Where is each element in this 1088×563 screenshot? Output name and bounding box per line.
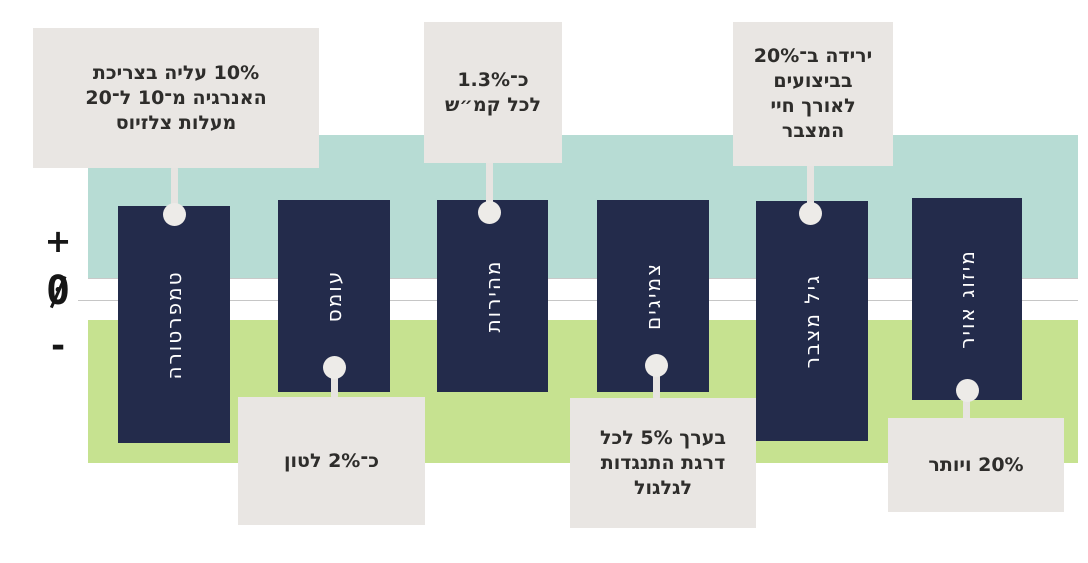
connector-dot: [645, 354, 668, 377]
connector-dot: [163, 203, 186, 226]
connector-dot: [323, 356, 346, 379]
bar-label: מיזוג אויר: [955, 249, 979, 349]
callout-text-line: בביצועים: [773, 70, 853, 92]
bar-label: מהירות: [480, 259, 505, 333]
callout-text-line: בערך 5% לכל: [600, 426, 726, 449]
connector-line: [963, 389, 970, 421]
callout-text-line: לכל קמ״ש: [445, 93, 542, 116]
callout-text-line: כ־1.3%: [457, 68, 529, 91]
factor-bar-temperature: טמפרטורה: [118, 206, 230, 443]
bar-label: גיל מצבר: [800, 273, 824, 369]
callout-tires: בערך 5% לכל דרגת התנגדות לגלגול: [570, 398, 756, 528]
factor-bar-air-conditioning: מיזוג אויר: [912, 198, 1022, 400]
connector-dot: [478, 201, 501, 224]
callout-text-line: כ־2% לטון: [284, 449, 379, 472]
callout-text-line: מעלות צלזיוס: [115, 111, 237, 134]
factor-bar-battery-age: גיל מצבר: [756, 201, 868, 441]
callout-text-line: 20% ויותר: [928, 453, 1024, 476]
callout-text-line: 10% עליה בצריכת: [92, 61, 260, 84]
connector-line: [486, 160, 493, 215]
callout-air-conditioning: 20% ויותר: [888, 418, 1064, 512]
axis-plus-label: +: [44, 222, 72, 260]
callout-text-line: דרגת התנגדות: [600, 451, 726, 474]
bar-label: טמפרטורה: [162, 269, 186, 380]
axis-zero-label: 0: [40, 268, 76, 314]
axis-minus-label: -: [50, 326, 66, 366]
callout-text-line: לגלגול: [634, 476, 692, 499]
zero-gridline: [78, 300, 1078, 301]
callout-temperature: 10% עליה בצריכת האנרגיה מ־10 ל־20 מעלות …: [33, 28, 319, 168]
callout-battery-age: ירידה ב־20% בביצועים לאורך חיי המצבר: [733, 22, 893, 166]
connector-dot: [799, 202, 822, 225]
connector-dot: [956, 379, 979, 402]
callout-text-line: לאורך חיי: [770, 95, 856, 117]
callout-text-line: האנרגיה מ־10 ל־20: [85, 86, 267, 109]
bar-label: עומס: [322, 269, 346, 323]
callout-text-line: המצבר: [781, 120, 845, 142]
factor-bar-speed: מהירות: [437, 200, 548, 392]
callout-text-line: ירידה ב־20%: [753, 45, 873, 67]
connector-line: [807, 163, 814, 216]
callout-speed: כ־1.3% לכל קמ״ש: [424, 22, 562, 163]
bar-label: צמיגים: [641, 262, 665, 330]
connector-line: [331, 366, 338, 399]
connector-line: [653, 364, 660, 400]
connector-line: [171, 166, 178, 216]
callout-load: כ־2% לטון: [238, 397, 425, 525]
